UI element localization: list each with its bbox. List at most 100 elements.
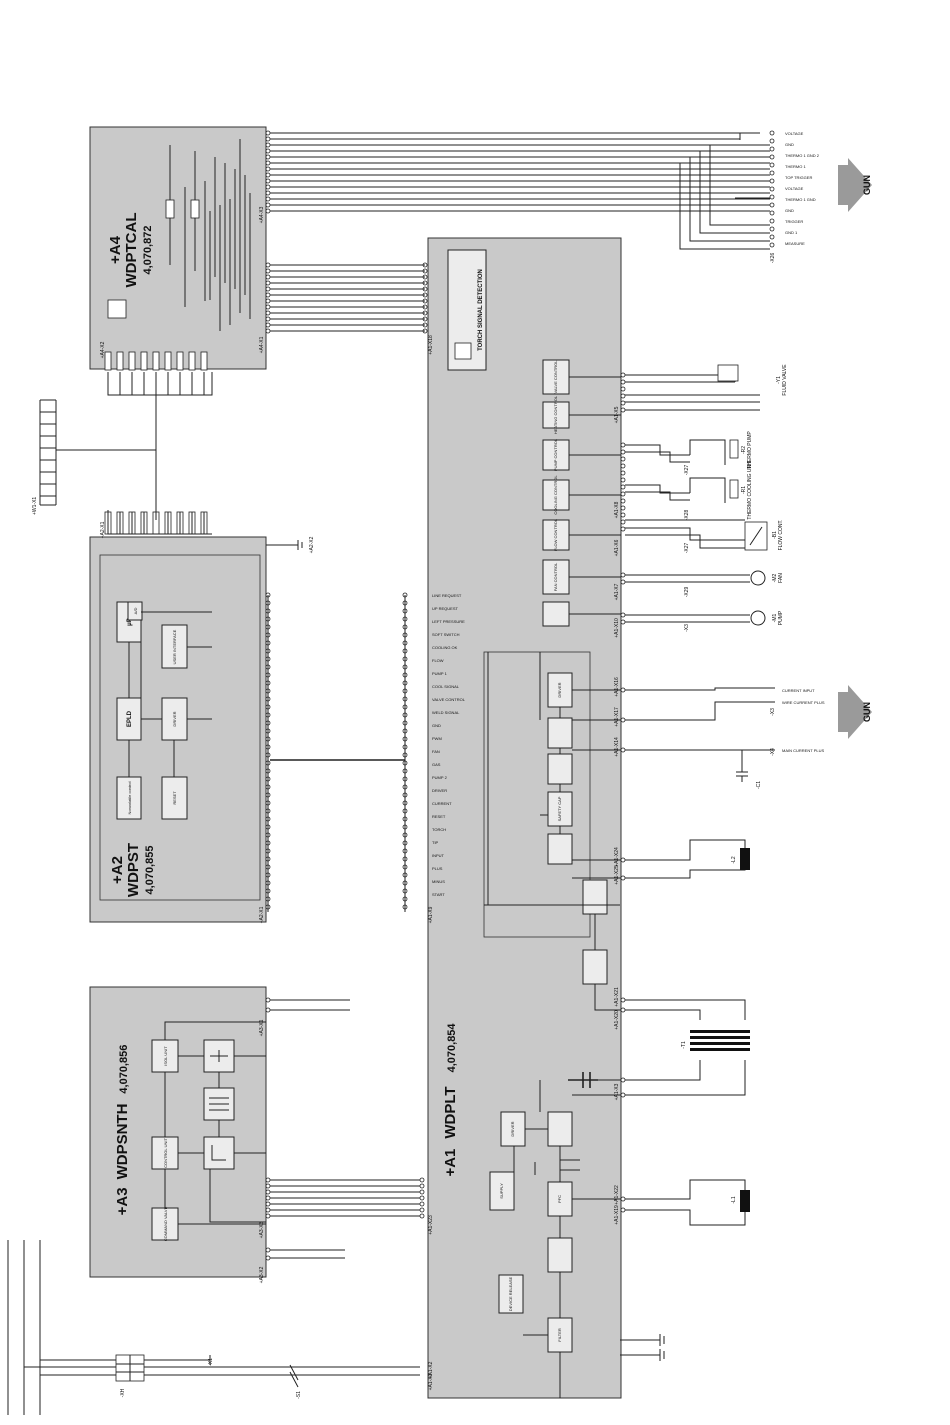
a4-x1-pin xyxy=(128,351,136,371)
a1-x9-pin-label: INPUT xyxy=(432,853,445,858)
a1-x10-pin xyxy=(620,612,626,618)
a1-x25-label: +A1-X25 xyxy=(614,865,620,885)
gun-bottom-pin-label: MAIN CURRENT PLUS xyxy=(782,748,824,753)
a1-x20-label: +A1-X20 xyxy=(614,1010,620,1030)
mains-switch-s1: -S1 xyxy=(289,1364,302,1399)
a3-switch-block xyxy=(203,1136,235,1170)
mains-feed xyxy=(24,1355,420,1376)
svg-text:-XH: -XH xyxy=(120,1388,126,1397)
a1-inverter-switch xyxy=(547,1111,573,1147)
a4-x2-pin xyxy=(265,268,271,274)
a1-x8-pin xyxy=(620,442,626,448)
gun-current-wires xyxy=(625,687,775,751)
gun-top-pin-label: GND 1 xyxy=(785,230,798,235)
a3-x1-label: +A3-X1 xyxy=(259,1019,265,1036)
a4-name: WDPTCAL xyxy=(123,213,140,288)
a4-x2-pin xyxy=(265,316,271,322)
module-a1-title: +A1WDPLT4,070,854 xyxy=(442,1023,459,1177)
l1-loop xyxy=(625,1179,746,1226)
a4-x1-pin xyxy=(164,351,172,371)
a4-x3-pin xyxy=(265,166,271,172)
a1-current-sense-block xyxy=(547,753,573,785)
inductor-l1 xyxy=(740,1190,750,1212)
a1-x9-pin-label: COOLING OK xyxy=(432,645,458,650)
a2-name: WDPST xyxy=(125,843,142,897)
a1-x16-17-14-pin xyxy=(620,717,626,723)
a1-x9-pin-label: PUMP 1 xyxy=(432,671,448,676)
gun-harness-folds xyxy=(679,133,770,250)
a1-x23-pin xyxy=(419,1207,425,1213)
r2-label: -R2 xyxy=(741,446,747,454)
a1-x9-pin-label: FLOW xyxy=(432,658,444,663)
a1-capacitors-2 xyxy=(534,1159,580,1175)
a4-x3-pin xyxy=(265,160,271,166)
a2-inner-frame xyxy=(99,554,261,901)
a4-resistor-1 xyxy=(165,199,175,219)
a1-block-filter: FILTER xyxy=(547,1317,573,1353)
a1-x9-pin-label: GAS xyxy=(432,762,441,767)
r1-label: -R1 xyxy=(741,486,747,494)
a3-name: WDPSNTH xyxy=(114,1104,131,1180)
a1-block-pump-relay xyxy=(542,601,570,627)
a1-x17-label: +A1-X17 xyxy=(614,707,620,727)
x28-label: -X28 xyxy=(684,510,690,521)
a1-block-flow-control xyxy=(542,519,570,551)
a2-block-ad: A/D xyxy=(127,601,143,621)
a1-x9-pin-label: LINE REQUEST xyxy=(432,593,462,598)
a4-x1-pin xyxy=(188,351,196,371)
a4-x1-pin xyxy=(152,351,160,371)
a4-optocoupler xyxy=(107,299,127,319)
a4-x2-pin xyxy=(265,262,271,268)
m1-name: PUMP xyxy=(778,610,784,625)
a4-x3-pin xyxy=(265,154,271,160)
a1-x5-pin xyxy=(620,386,626,392)
a1-x9-pin-label: PWM xyxy=(432,736,442,741)
a1-code: +A1 xyxy=(442,1149,459,1177)
a1-block-driver-main: DRIVER xyxy=(547,672,573,708)
a3-x3-pin xyxy=(265,1177,271,1183)
a1-x9-pin-label: MINUS xyxy=(432,879,445,884)
a2-code: +A2 xyxy=(109,856,126,884)
pump-motor-m1 xyxy=(750,610,766,626)
a1-x9-pin-label: COOL SIGNAL xyxy=(432,684,460,689)
x1-ground-label: -X1 xyxy=(208,1358,214,1366)
svg-text:FILTER: FILTER xyxy=(557,1328,562,1342)
a2-number: 4,070,855 xyxy=(144,846,156,895)
a3-number: 4,070,856 xyxy=(118,1045,130,1094)
a1-x9-pin-label: GND xyxy=(432,723,441,728)
x26-pin xyxy=(769,138,775,144)
svg-text:PFC: PFC xyxy=(557,1195,562,1203)
module-a4-title: +A4 WDPTCAL 4,070,872 xyxy=(107,213,154,288)
a1-x9-pin-label: PLUS xyxy=(432,866,443,871)
a4-x3-pin xyxy=(265,178,271,184)
a3-x2-pin xyxy=(265,1255,271,1261)
mains-connector-x1: -XH xyxy=(115,1354,145,1397)
a1-x16-17-14-pin xyxy=(620,687,626,693)
a1-block-device-release: DEVICE RELEASE xyxy=(498,1274,524,1314)
svg-text:CONTROL UNIT: CONTROL UNIT xyxy=(163,1138,168,1168)
a2-block-reset: RESET xyxy=(161,776,188,820)
a3-x2-pin xyxy=(265,1247,271,1253)
a1-x23-pin xyxy=(419,1201,425,1207)
a3-block-symbols xyxy=(209,1050,229,1161)
thermo-pump-label: THERMO PUMP xyxy=(747,431,753,469)
fluid-valve-coil xyxy=(717,364,739,382)
x26-pin xyxy=(769,194,775,200)
l2-label: -L2 xyxy=(731,856,737,863)
a1-switch-block xyxy=(582,879,608,915)
a1-x8-pin xyxy=(620,449,626,455)
a1-x3-pin xyxy=(620,1092,626,1098)
gun-bottom-pin-label: CURRENT INPUT xyxy=(782,688,815,693)
svg-text:TORCH SIGNAL DETECTION: TORCH SIGNAL DETECTION xyxy=(478,269,484,351)
x26-pin xyxy=(769,154,775,160)
module-a1-panel xyxy=(427,237,622,1399)
a1-x9-pin-label: TORCH xyxy=(432,827,446,832)
a1-x9-pin-label: UP REQUEST xyxy=(432,606,458,611)
a4-code: +A4 xyxy=(107,235,124,264)
a4-x1-pin xyxy=(176,351,184,371)
a1-x21-20-pin xyxy=(620,997,626,1003)
a4-x2-label: +A4-X2 xyxy=(100,341,106,358)
a1-x1-label: +A1-X1 xyxy=(428,1373,434,1390)
a1-sense-block-2 xyxy=(547,833,573,865)
